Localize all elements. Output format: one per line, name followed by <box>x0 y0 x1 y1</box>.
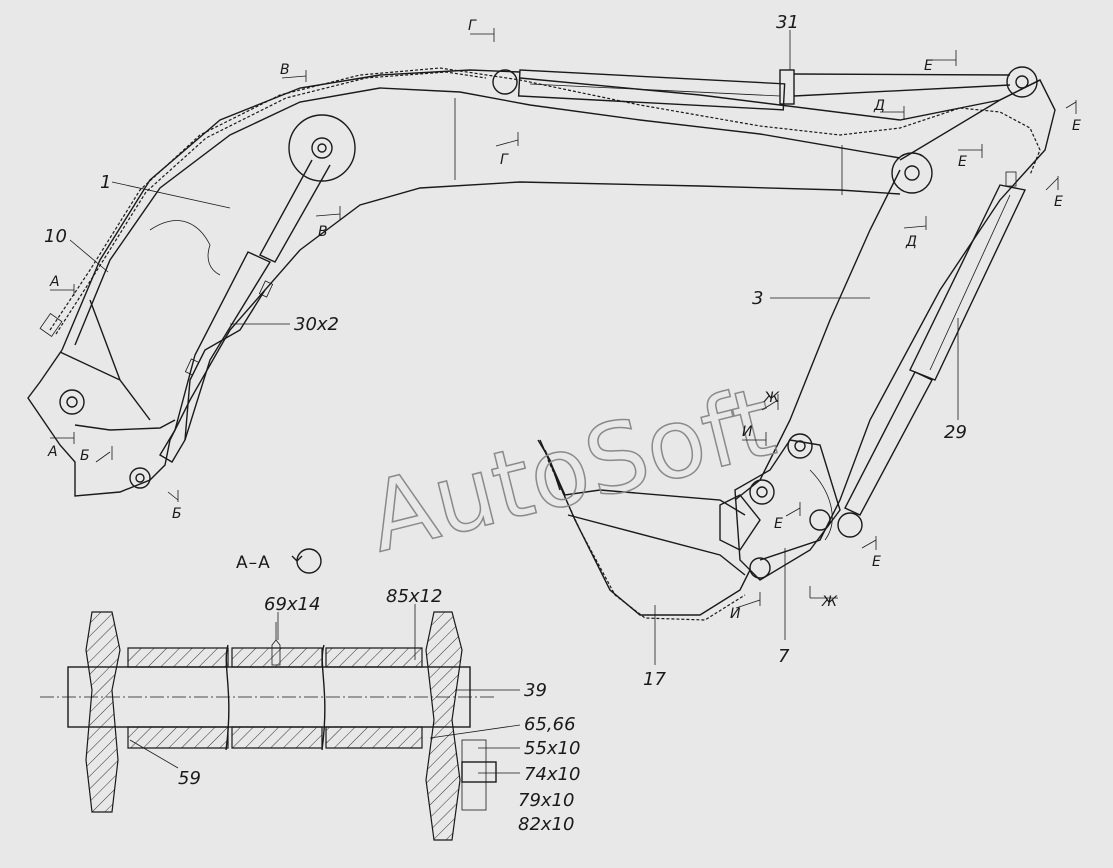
arm-stick <box>734 79 1056 561</box>
arm-cylinder <box>492 66 1038 111</box>
section-mark-b: Б <box>80 448 90 464</box>
callout-55x10: 55x10 <box>524 738 580 759</box>
callout-3: 3 <box>752 288 763 309</box>
section-mark-e: Е <box>774 516 783 532</box>
section-mark-d: Д <box>905 234 917 250</box>
callout-82x10: 82x10 <box>518 814 574 835</box>
section-mark-zh: Ж <box>821 594 838 610</box>
section-mark-b: Б <box>172 506 182 522</box>
callout-17: 17 <box>643 669 666 690</box>
section-cut-arrows <box>50 28 1077 609</box>
watermark: AutoSoft <box>358 366 785 574</box>
section-mark-g: Г <box>468 18 477 34</box>
section-mark-zh: Ж <box>763 390 780 406</box>
section-mark-i: И <box>730 606 741 622</box>
section-mark-e: Е <box>1072 118 1081 134</box>
boom <box>27 69 1041 497</box>
section-mark-a: А <box>47 444 58 460</box>
callout-65-66: 65,66 <box>524 714 576 735</box>
section-mark-e: Е <box>958 154 967 170</box>
callout-31: 31 <box>776 12 799 33</box>
callout-1: 1 <box>100 172 111 193</box>
callout-85x12: 85x12 <box>386 586 442 607</box>
bucket <box>537 439 761 621</box>
section-title: А–А <box>236 553 271 573</box>
section-aa-pin-detail <box>40 611 497 841</box>
rotation-symbol <box>291 548 322 574</box>
section-mark-e: Е <box>872 554 881 570</box>
section-mark-d: Д <box>873 98 885 114</box>
leader-lines <box>69 30 959 774</box>
section-mark-e: Е <box>924 58 933 74</box>
section-mark-g: Г <box>500 152 509 168</box>
callout-79x10: 79x10 <box>518 790 574 811</box>
callout-10: 10 <box>44 226 67 247</box>
callout-30x2: 30x2 <box>294 314 339 335</box>
boom-cylinder <box>159 159 331 463</box>
callout-39: 39 <box>524 680 547 701</box>
section-mark-v: В <box>318 224 328 240</box>
callout-7: 7 <box>778 646 790 667</box>
callout-74x10: 74x10 <box>524 764 580 785</box>
hydraulic-hose-boom <box>39 67 1041 337</box>
callout-labels: 1 10 30x2 3 31 29 17 7 69x14 85x12 39 65… <box>44 12 967 835</box>
callout-59: 59 <box>178 768 201 789</box>
callout-69x14: 69x14 <box>264 594 320 615</box>
callout-29: 29 <box>944 422 967 443</box>
bucket-cylinder <box>837 184 1027 538</box>
bucket-linkage <box>734 433 841 581</box>
section-mark-v: В <box>280 62 290 78</box>
section-mark-e: Е <box>1054 194 1063 210</box>
section-letters: А А Б Б В В Г Г Д Д Е Е Е Е Е Е Ж Ж И И <box>47 18 1081 622</box>
section-mark-a: А <box>49 274 60 290</box>
section-mark-i: И <box>742 424 753 440</box>
